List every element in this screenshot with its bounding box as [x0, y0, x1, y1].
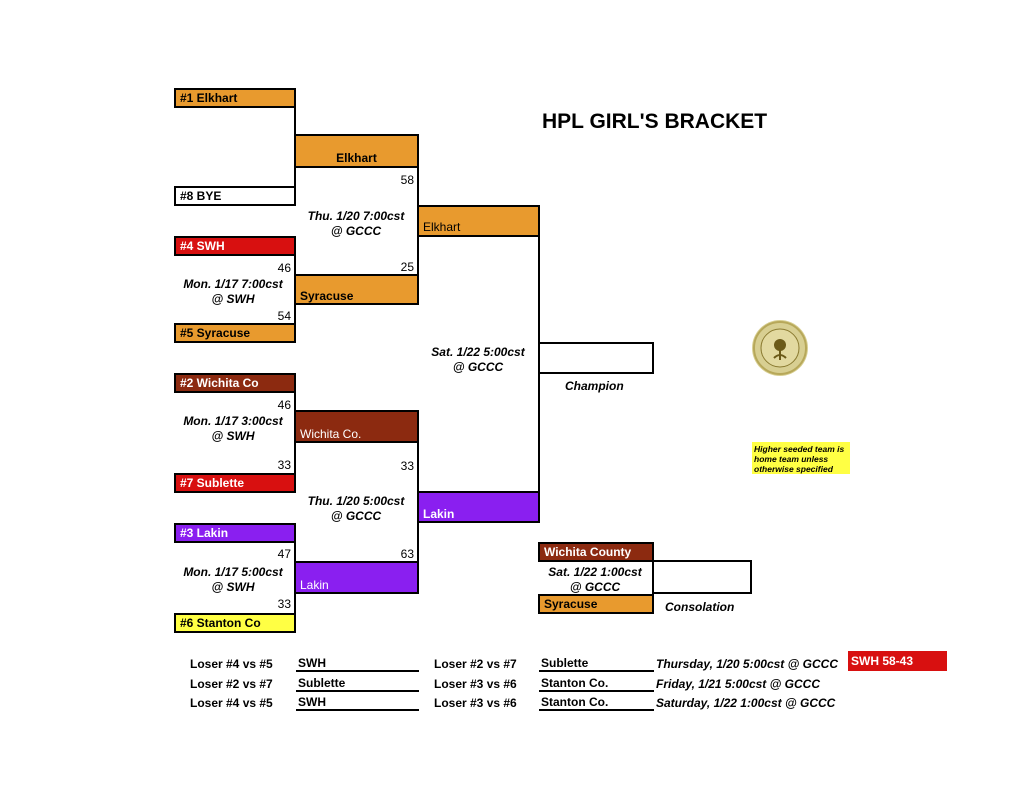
loser2-team-1: Sublette: [539, 656, 654, 672]
seed-8-box: #8 BYE: [174, 186, 296, 206]
final-bottom-box: Lakin: [417, 491, 540, 523]
loser-team-3: SWH: [296, 695, 419, 711]
champion-label: Champion: [565, 379, 624, 393]
bracket-title: HPL GIRL'S BRACKET: [542, 110, 768, 133]
consolation-venue: @ GCCC: [569, 580, 621, 594]
schedule-1: Thursday, 1/20 5:00cst @ GCCC: [656, 657, 838, 671]
score-seed2: 46: [277, 398, 291, 412]
score-semi-lower-bottom: 63: [400, 547, 414, 561]
score-seed4: 46: [277, 261, 291, 275]
home-team-note: Higher seeded team is home team unless o…: [752, 442, 850, 474]
semi-lower-venue: @ GCCC: [330, 509, 382, 523]
loser-label-2: Loser #2 vs #7: [190, 677, 273, 691]
game-4-5-info: Mon. 1/17 7:00cst @ SWH: [174, 277, 292, 307]
semi-lower-date: Thu. 1/20 5:00cst: [307, 494, 405, 508]
game-3-6-date: Mon. 1/17 5:00cst: [183, 565, 283, 579]
seed-3-box: #3 Lakin: [174, 523, 296, 543]
game-4-5-venue: @ SWH: [211, 292, 255, 306]
semi-lower-info: Thu. 1/20 5:00cst @ GCCC: [298, 494, 414, 524]
semi-upper-bottom-box: Syracuse: [294, 274, 419, 305]
loser2-team-2: Stanton Co.: [539, 676, 654, 692]
game-4-5-date: Mon. 1/17 7:00cst: [183, 277, 283, 291]
seed-1-box: #1 Elkhart: [174, 88, 296, 108]
score-semi-upper-top: 58: [400, 173, 414, 187]
game-3-6-info: Mon. 1/17 5:00cst @ SWH: [174, 565, 292, 595]
score-seed3: 47: [277, 547, 291, 561]
schedule-2: Friday, 1/21 5:00cst @ GCCC: [656, 677, 820, 691]
game-3-6-venue: @ SWH: [211, 580, 255, 594]
loser2-label-2: Loser #3 vs #6: [434, 677, 517, 691]
score-seed7: 33: [277, 458, 291, 472]
final-date: Sat. 1/22 5:00cst: [431, 345, 525, 359]
semi-upper-top-box: Elkhart: [294, 134, 419, 168]
consolation-date: Sat. 1/22 1:00cst: [548, 565, 642, 579]
loser2-label-3: Loser #3 vs #6: [434, 696, 517, 710]
consolation-info: Sat. 1/22 1:00cst @ GCCC: [540, 565, 650, 595]
game-2-7-date: Mon. 1/17 3:00cst: [183, 414, 283, 428]
semi-upper-venue: @ GCCC: [330, 224, 382, 238]
semi-lower-bottom-box: Lakin: [294, 561, 419, 594]
game-2-7-venue: @ SWH: [211, 429, 255, 443]
loser2-team-3: Stanton Co.: [539, 695, 654, 711]
semi-upper-info: Thu. 1/20 7:00cst @ GCCC: [298, 209, 414, 239]
score-seed6: 33: [277, 597, 291, 611]
final-info: Sat. 1/22 5:00cst @ GCCC: [420, 345, 536, 375]
semi-lower-top-box: Wichita Co.: [294, 410, 419, 443]
score-semi-lower-top: 33: [400, 459, 414, 473]
semi-upper-date: Thu. 1/20 7:00cst: [307, 209, 405, 223]
final-top-box: Elkhart: [417, 205, 540, 237]
final-venue: @ GCCC: [452, 360, 504, 374]
champion-box: [538, 342, 654, 374]
loser2-label-1: Loser #2 vs #7: [434, 657, 517, 671]
game-2-7-info: Mon. 1/17 3:00cst @ SWH: [174, 414, 292, 444]
seed-7-box: #7 Sublette: [174, 473, 296, 493]
loser-team-2: Sublette: [296, 676, 419, 692]
loser-team-1: SWH: [296, 656, 419, 672]
seed-2-box: #2 Wichita Co: [174, 373, 296, 393]
loser-label-1: Loser #4 vs #5: [190, 657, 273, 671]
score-semi-upper-bottom: 25: [400, 260, 414, 274]
loser-label-3: Loser #4 vs #5: [190, 696, 273, 710]
consolation-winner-box: [652, 560, 752, 594]
schedule-3: Saturday, 1/22 1:00cst @ GCCC: [656, 696, 836, 710]
seed-5-box: #5 Syracuse: [174, 323, 296, 343]
seed-4-box: #4 SWH: [174, 236, 296, 256]
seed-6-box: #6 Stanton Co: [174, 613, 296, 633]
league-seal-icon: [752, 320, 808, 376]
consolation-top-box: Wichita County: [538, 542, 654, 562]
score-seed5: 54: [277, 309, 291, 323]
result-badge: SWH 58-43: [848, 651, 947, 671]
consolation-label: Consolation: [665, 600, 735, 614]
consolation-bottom-box: Syracuse: [538, 594, 654, 614]
